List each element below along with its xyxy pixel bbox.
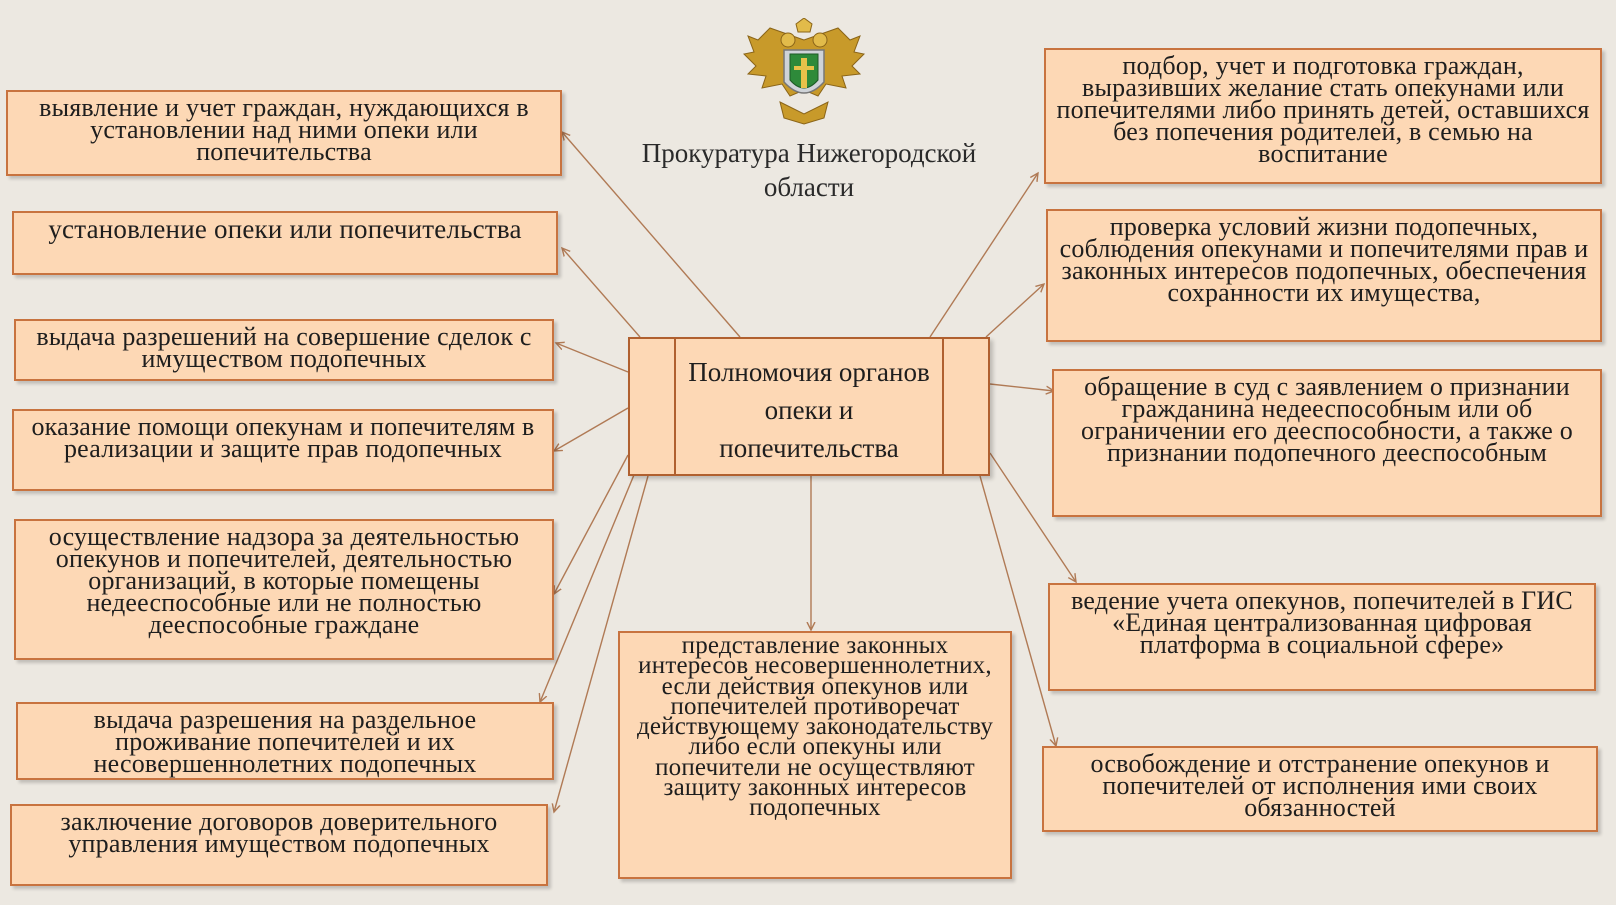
left-item-7: заключение договоров доверительного упра… (10, 804, 548, 886)
left-item-2: установление опеки или попечительства (12, 211, 558, 275)
left-item-6: выдача разрешения на раздельное проживан… (16, 702, 554, 780)
right-item-3-text: обращение в суд с заявлением о признании… (1081, 372, 1573, 467)
right-item-5-text: освобождение и отстранение опекунов и по… (1090, 749, 1550, 822)
bottom-item-text: представление законных интересов несовер… (636, 632, 994, 822)
left-item-3-text: выдача разрешений на совершение сделок с… (36, 322, 532, 373)
arrow-left-3 (556, 343, 629, 373)
center-node-title: Полномочия органов опеки и попечительств… (688, 357, 930, 463)
arrow-left-7 (554, 475, 649, 812)
center-node-left-bar (674, 339, 676, 474)
prosecutor-eagle-emblem-icon (742, 18, 866, 125)
left-item-1: выявление и учет граждан, нуждающихся в … (6, 90, 562, 176)
left-item-4: оказание помощи опекунам и попечителям в… (12, 409, 554, 491)
right-item-1: подбор, учет и подготовка граждан, выраз… (1044, 48, 1602, 184)
left-item-2-text: установление опеки или попечительства (48, 214, 522, 244)
right-item-4: ведение учета опекунов, попечителей в ГИ… (1048, 583, 1596, 691)
left-item-7-text: заключение договоров доверительного упра… (60, 807, 498, 858)
right-item-2-text: проверка условий жизни подопечных, соблю… (1059, 212, 1589, 307)
left-item-4-text: оказание помощи опекунам и попечителям в… (31, 412, 535, 463)
right-item-4-text: ведение учета опекунов, попечителей в ГИ… (1071, 586, 1573, 659)
arrow-right-5 (979, 475, 1056, 746)
left-item-5: осуществление надзора за деятельностью о… (14, 519, 554, 660)
left-item-5-text: осуществление надзора за деятельностью о… (48, 522, 520, 639)
left-item-6-text: выдача разрешения на раздельное проживан… (93, 705, 477, 778)
arrow-left-2 (562, 248, 641, 338)
arrow-right-4 (989, 452, 1076, 582)
right-item-3: обращение в суд с заявлением о признании… (1052, 369, 1602, 517)
left-item-3: выдача разрешений на совершение сделок с… (14, 319, 554, 381)
left-item-1-text: выявление и учет граждан, нуждающихся в … (39, 93, 529, 166)
arrow-right-3 (989, 383, 1054, 391)
arrow-left-6 (540, 469, 637, 702)
arrow-left-5 (554, 454, 629, 594)
center-node: Полномочия органов опеки и попечительств… (628, 337, 990, 476)
arrow-left-1 (562, 132, 741, 338)
right-item-2: проверка условий жизни подопечных, соблю… (1046, 209, 1602, 342)
bottom-item: представление законных интересов несовер… (618, 631, 1012, 879)
arrow-right-1 (929, 173, 1038, 338)
arrow-right-2 (985, 284, 1044, 338)
right-item-1-text: подбор, учет и подготовка граждан, выраз… (1056, 51, 1590, 168)
right-item-5: освобождение и отстранение опекунов и по… (1042, 746, 1598, 832)
organization-name: Прокуратура Нижегородской области (641, 138, 977, 202)
arrow-left-4 (554, 407, 629, 451)
center-node-right-bar (942, 339, 944, 474)
